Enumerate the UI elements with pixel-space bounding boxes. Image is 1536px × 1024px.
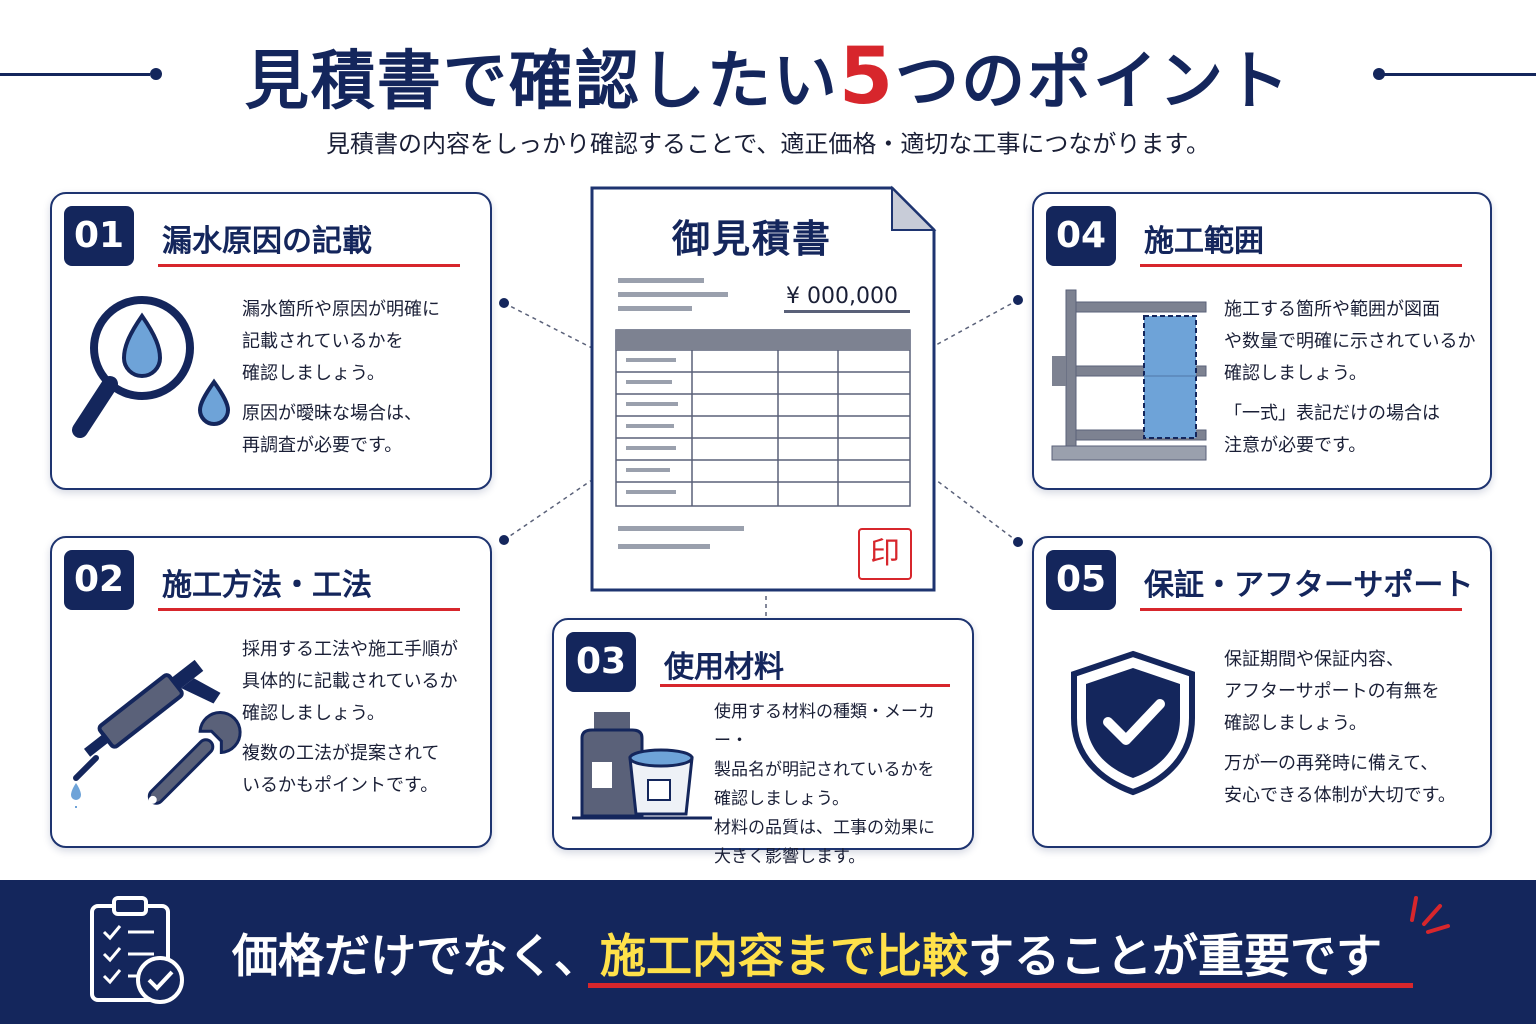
desc-line: 使用する材料の種類・メーカー・ — [714, 702, 935, 751]
header-dot-right — [1373, 68, 1385, 80]
point-card-03: 03 使用材料 使用する材料の種類・メーカー・製品名が明記されているかを確認しま… — [552, 618, 974, 867]
banner-suffix: することが重要です — [968, 929, 1382, 983]
point-number-badge: 04 — [1046, 206, 1116, 266]
desc-line: 複数の工法が提案されて — [242, 743, 440, 764]
desc-line: 確認しましょう。 — [242, 703, 385, 724]
desc-line: 大きく影響します。 — [714, 847, 866, 867]
title-prefix: 見積書で確認したい — [244, 45, 839, 119]
desc-line: 確認しましょう。 — [1224, 713, 1367, 734]
point-description: 漏水箇所や原因が明確に記載されているかを確認しましょう。 原因が曖昧な場合は、再… — [242, 294, 482, 470]
point-description: 保証期間や保証内容、アフターサポートの有無を確認しましょう。 万が一の再発時に備… — [1224, 644, 1484, 820]
title-suffix: つのポイント — [895, 45, 1292, 119]
point-title: 保証・アフターサポート — [1144, 568, 1474, 603]
banner-highlight: 施工内容まで比較 — [600, 929, 968, 983]
point-card-02: 02 施工方法・工法 採用する工法や施工手順が具体的に記載されているか確認しまし… — [50, 536, 492, 848]
magnifier-water-drop-icon — [72, 296, 231, 438]
desc-line: 採用する工法や施工手順が — [242, 639, 458, 660]
point-card-01: 01 漏水原因の記載 漏水箇所や原因が明確に記載されているかを確認しましょう。 … — [50, 192, 492, 490]
point-number-badge: 01 — [64, 206, 134, 266]
point-title: 使用材料 — [664, 650, 784, 685]
point-title: 漏水原因の記載 — [162, 224, 372, 259]
desc-line: 確認しましょう。 — [1224, 363, 1367, 384]
title-underline — [1140, 608, 1462, 611]
title-underline — [1140, 264, 1462, 267]
point-title: 施工範囲 — [1144, 224, 1264, 259]
desc-line: 原因が曖昧な場合は、 — [242, 403, 422, 424]
page-title: 見積書で確認したい5つのポイント — [0, 30, 1536, 122]
shield-check-icon — [1071, 650, 1195, 796]
material-containers-icon — [572, 712, 712, 820]
header-dot-left — [150, 68, 162, 80]
banner-underline — [588, 983, 1413, 988]
title-number: 5 — [838, 32, 896, 122]
desc-line: や数量で明確に示されているか — [1224, 331, 1476, 352]
clipboard-checklist-icon — [90, 896, 184, 1004]
document-sheet — [590, 185, 937, 592]
header-line-left — [0, 73, 150, 76]
document-title: 御見積書 — [671, 217, 832, 261]
banner-message: 価格だけでなく、施工内容まで比較することが重要です — [232, 920, 1382, 986]
desc-line: 安心できる体制が大切です。 — [1224, 785, 1456, 806]
point-description: 採用する工法や施工手順が具体的に記載されているか確認しましょう。 複数の工法が提… — [242, 634, 482, 810]
seal-stamp: 印 — [858, 528, 912, 580]
point-title: 施工方法・工法 — [162, 568, 372, 603]
page-subtitle: 見積書の内容をしっかり確認することで、適正価格・適切な工事につながります。 — [326, 130, 1210, 158]
banner-prefix: 価格だけでなく、 — [232, 929, 600, 983]
desc-line: 記載されているかを — [242, 331, 404, 352]
building-section-icon — [1051, 289, 1207, 461]
document-price: ¥ 000,000 — [786, 284, 898, 309]
desc-line: 注意が必要です。 — [1224, 435, 1367, 456]
desc-line: 材料の品質は、工事の効果に — [714, 818, 935, 838]
point-description: 施工する箇所や範囲が図面や数量で明確に示されているか確認しましょう。 「一式」表… — [1224, 294, 1484, 470]
point-card-05: 05 保証・アフターサポート 保証期間や保証内容、アフターサポートの有無を確認し… — [1032, 536, 1492, 848]
desc-line: 再調査が必要です。 — [242, 435, 403, 456]
caulking-gun-wrench-icon — [71, 659, 242, 808]
desc-line: いるかもポイントです。 — [242, 775, 439, 796]
point-number-badge: 05 — [1046, 550, 1116, 610]
title-underline — [660, 684, 950, 687]
title-underline — [158, 264, 460, 267]
desc-line: 具体的に記載されているか — [242, 671, 458, 692]
desc-line: 保証期間や保証内容、 — [1224, 649, 1404, 670]
desc-line: 確認しましょう。 — [714, 789, 849, 809]
desc-line: 製品名が明記されているかを — [714, 760, 935, 780]
desc-line: 漏水箇所や原因が明確に — [242, 299, 440, 320]
point-number-badge: 02 — [64, 550, 134, 610]
desc-line: 施工する箇所や範囲が図面 — [1224, 299, 1440, 320]
point-number-badge: 03 — [566, 632, 636, 692]
bottom-banner — [0, 880, 1536, 1024]
point-description: 使用する材料の種類・メーカー・製品名が明記されているかを確認しましょう。 材料の… — [714, 698, 966, 872]
point-card-04: 04 施工範囲 施工する箇所や範囲が図面や数量で明確に示されているか確認しましょ… — [1032, 192, 1492, 490]
desc-line: アフターサポートの有無を — [1224, 681, 1440, 702]
header-line-right — [1384, 73, 1536, 76]
desc-line: 万が一の再発時に備えて、 — [1224, 753, 1439, 774]
desc-line: 確認しましょう。 — [242, 363, 385, 384]
emphasis-marks-icon — [1410, 896, 1450, 934]
desc-line: 「一式」表記だけの場合は — [1224, 403, 1440, 424]
title-underline — [158, 608, 460, 611]
